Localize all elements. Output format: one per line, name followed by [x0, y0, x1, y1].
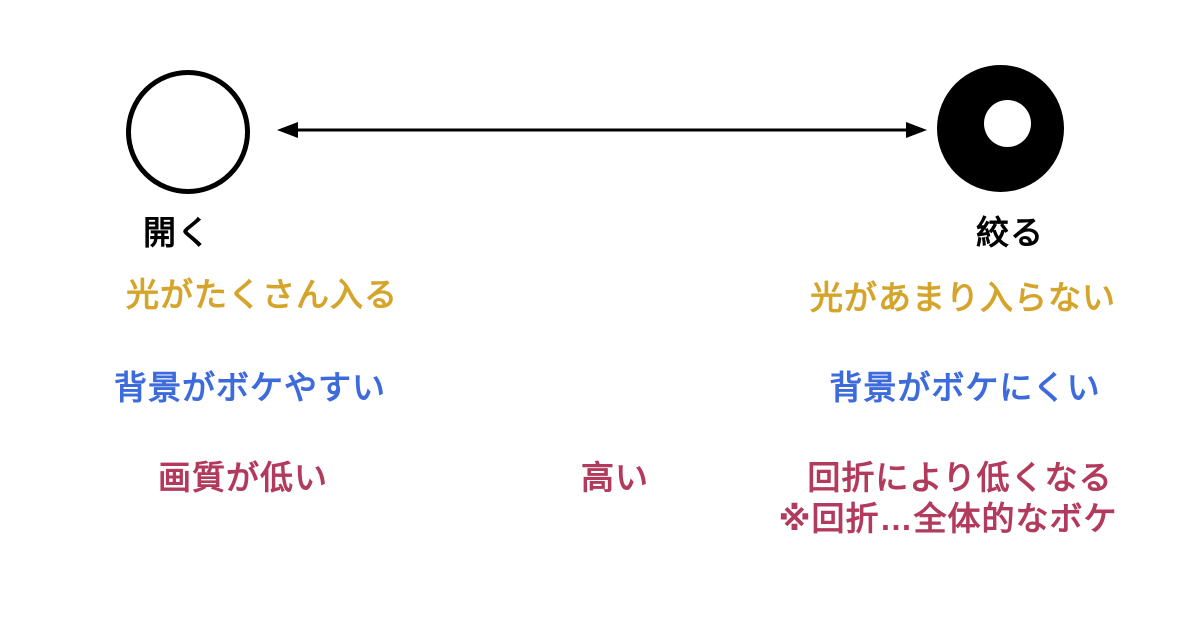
- quality-close-text: 回折により低くなる: [807, 459, 1113, 496]
- open-label: 開く: [143, 214, 211, 251]
- aperture-hole: [984, 100, 1031, 147]
- quality-mid-text: 高い: [581, 459, 649, 496]
- bokeh-close-text: 背景がボケにくい: [829, 369, 1101, 406]
- light-close-text: 光があまり入らない: [810, 279, 1116, 316]
- quality-note-text: ※回折…全体的なボケ: [778, 500, 1118, 537]
- aperture-open-icon: [126, 70, 250, 194]
- bokeh-open-text: 背景がボケやすい: [114, 369, 386, 406]
- aperture-closed-icon: [937, 65, 1064, 192]
- close-label: 絞る: [976, 214, 1044, 251]
- light-open-text: 光がたくさん入る: [126, 276, 398, 313]
- double-arrow-icon: [277, 122, 927, 138]
- quality-open-text: 画質が低い: [158, 459, 328, 496]
